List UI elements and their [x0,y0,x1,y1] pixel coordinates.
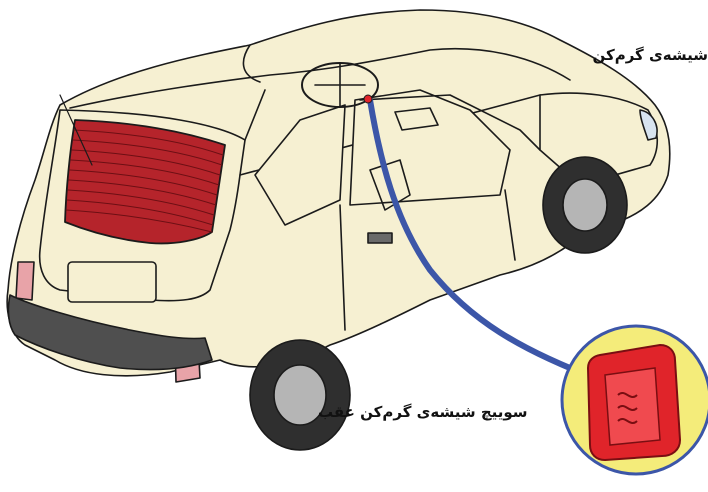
heater-switch-closeup [562,326,708,474]
license-plate [68,262,156,302]
tail-light-left [16,262,34,300]
rear-heater-switch-label: سوییچ شیشه‌ی گرم‌کن عقب [318,403,528,421]
rear-window-heater-label: شیشه‌ی گرم‌کن [593,46,708,64]
dashboard-switch-dot [364,95,372,103]
wheel-front [543,157,627,253]
switch-rocker [605,368,660,445]
wheel-rear [250,340,350,450]
door-handle [368,233,392,243]
